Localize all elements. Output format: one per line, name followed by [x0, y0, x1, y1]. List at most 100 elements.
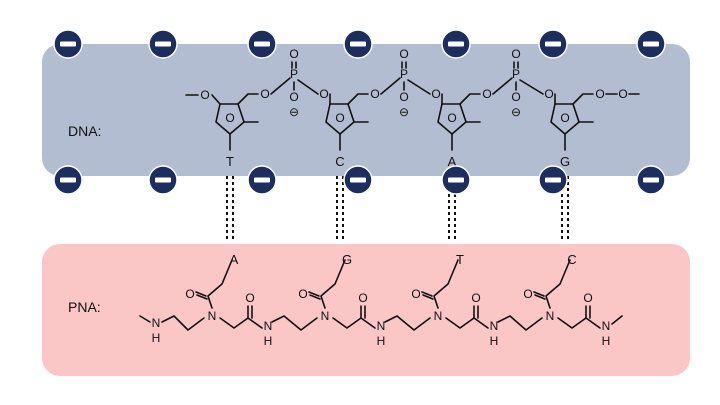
charge-bar: [350, 177, 366, 183]
negative-charge-icon: [247, 165, 277, 195]
oxygen-atom: O: [370, 87, 379, 101]
oxygen-atom: O: [583, 291, 592, 305]
negative-charge-icon: [538, 165, 568, 195]
negative-charge-icon: [247, 29, 277, 59]
ring-oxygen: O: [447, 111, 456, 125]
carbonyl-bond: [308, 291, 320, 297]
c5-bond: [237, 93, 259, 105]
dna-base-T: T: [226, 154, 234, 169]
oxygen-atom: O: [319, 87, 328, 101]
oxygen-atom: O: [245, 291, 254, 305]
phosphodiester-bond: [297, 79, 319, 95]
nitrogen-atom: N: [434, 309, 443, 323]
hydrogen-atom: H: [490, 334, 499, 348]
ring-oxygen: O: [335, 111, 344, 125]
nitrogen-atom: N: [377, 319, 386, 333]
sugar-ring: [550, 103, 580, 135]
hydrogen-atom: H: [152, 331, 161, 345]
nitrogen-atom: N: [321, 309, 330, 323]
glycine-bond: [332, 317, 362, 329]
glycine-bond: [219, 317, 249, 329]
carbonyl-bond: [421, 291, 433, 297]
oxygen-atom: O: [595, 87, 604, 101]
phosphodiester-bond: [380, 77, 401, 95]
phosphorus-atom: P: [290, 67, 298, 81]
pna-base-C: C: [567, 252, 576, 267]
phosphate-charge: ⊖: [289, 105, 299, 119]
side-chain: [207, 259, 233, 309]
phosphodiester-bond: [270, 77, 291, 95]
pna-base-G: G: [342, 252, 352, 267]
dna-base-A: A: [448, 154, 457, 169]
c5-bond: [347, 93, 369, 105]
sugar-ring: [325, 103, 355, 135]
ring-oxygen: O: [560, 111, 569, 125]
dna-label: DNA:: [68, 123, 101, 139]
amide-bond: [585, 317, 601, 329]
charge-bar: [643, 41, 659, 47]
oxygen-atom: O: [298, 287, 307, 301]
side-chain: [433, 259, 459, 309]
oxygen-atom: O: [544, 87, 553, 101]
charge-bar: [254, 41, 270, 47]
nitrogen-atom: N: [602, 319, 611, 333]
carbonyl-bond: [196, 294, 208, 300]
dna-band: [42, 44, 690, 176]
nitrogen-atom: N: [264, 319, 273, 333]
oxygen-atom: O: [511, 90, 520, 104]
amide-bond: [473, 317, 489, 329]
negative-charge-icon: [441, 29, 471, 59]
ethylene-linker: [161, 315, 205, 331]
ring-oxygen: O: [225, 111, 234, 125]
hydrogen-atom: H: [602, 334, 611, 348]
phosphodiester-bond: [519, 79, 544, 95]
oxygen-atom: O: [289, 90, 298, 104]
nitrogen-atom: N: [208, 309, 217, 323]
side-chain: [320, 259, 346, 309]
charge-bar: [60, 177, 76, 183]
negative-charge-icon: [441, 165, 471, 195]
c5-bond: [572, 93, 594, 105]
charge-bar: [60, 41, 76, 47]
sugar-ring: [215, 103, 245, 135]
negative-charge-icon: [53, 165, 83, 195]
charge-bar: [254, 177, 270, 183]
dna-base-C: C: [335, 154, 344, 169]
negative-charge-icon: [636, 165, 666, 195]
oxygen-atom: O: [523, 287, 532, 301]
terminal-bond: [211, 94, 221, 105]
charge-bar: [448, 177, 464, 183]
oxygen-atom: O: [185, 287, 194, 301]
charge-bar: [155, 41, 171, 47]
negative-charge-icon: [343, 29, 373, 59]
pna-band: [42, 244, 690, 376]
side-chain: [545, 259, 571, 309]
negative-charge-icon: [636, 29, 666, 59]
oxygen-atom: O: [200, 88, 209, 102]
hydrogen-atom: H: [264, 334, 273, 348]
nitrogen-atom: N: [152, 316, 161, 330]
nitrogen-atom: N: [546, 309, 555, 323]
oxygen-atom: O: [289, 47, 298, 61]
oxygen-atom: O: [431, 87, 440, 101]
carbonyl-bond: [195, 291, 207, 297]
carbonyl-bond: [422, 294, 434, 300]
negative-charge-icon: [148, 165, 178, 195]
base-pair-bonds: [226, 176, 569, 240]
hydrogen-atom: H: [377, 334, 386, 348]
carbonyl-bond: [309, 294, 321, 300]
phosphorus-atom: P: [512, 67, 520, 81]
c5-bond: [459, 93, 481, 105]
ethylene-linker: [271, 315, 318, 331]
oxygen-atom: O: [482, 87, 491, 101]
glycine-bond: [445, 317, 475, 329]
negative-charge-icon: [53, 29, 83, 59]
oxygen-atom: O: [471, 291, 480, 305]
phosphate-charge: ⊖: [511, 105, 521, 119]
negative-charge-icon: [343, 165, 373, 195]
ethylene-linker: [497, 315, 543, 331]
oxygen-atom: O: [411, 287, 420, 301]
negative-charges: [53, 29, 666, 195]
